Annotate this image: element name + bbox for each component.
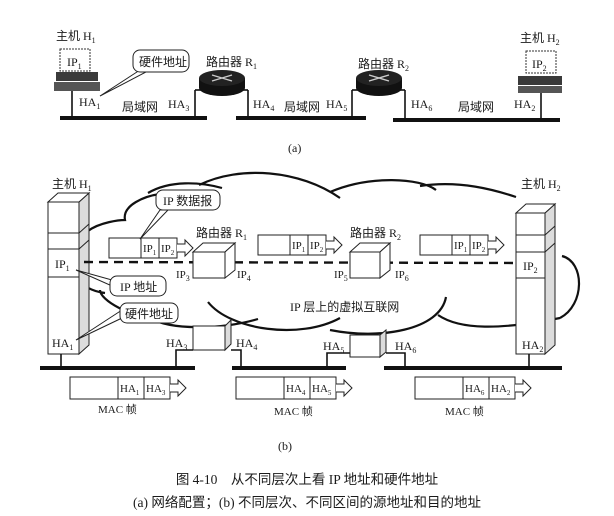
arrow-right-icon (336, 378, 353, 398)
svg-text:HA3: HA3 (146, 383, 166, 397)
arrow-right-icon (177, 238, 194, 258)
host-h1-label: 主机 H1 (56, 29, 96, 45)
host-h1-ha: HA1 (79, 95, 100, 111)
svg-text:IP2: IP2 (161, 243, 175, 257)
ip-datagram: IP1 IP2 (419, 234, 505, 256)
router-r1-ha3-a: HA3 (168, 97, 189, 113)
host-h1-protocol-stack (46, 191, 91, 368)
mac-frame: HA1 HA3 MAC 帧 (69, 376, 187, 416)
svg-text:HA4: HA4 (286, 383, 306, 397)
callout-datagram-text: IP 数据报 (163, 193, 212, 208)
callout-hardware-address-b: 硬件地址 (75, 302, 179, 341)
router-r1-ip4: IP4 (237, 269, 251, 283)
host-h2-computer-icon (518, 50, 562, 120)
svg-text:MAC 帧: MAC 帧 (274, 404, 313, 418)
part-b-address-layers: 主机 H1 IP1 HA1 主机 H2 IP2 HA2 (40, 171, 581, 453)
callout-hardware-address-a: 硬件地址 (99, 49, 190, 97)
host-h2-ip: IP2 (532, 57, 547, 73)
host-h2-ip-b: IP2 (523, 259, 538, 275)
host-h1-ip: IP1 (67, 55, 82, 71)
svg-text:HA1: HA1 (120, 383, 140, 397)
host-h1-ip-b: IP1 (55, 257, 70, 273)
lan-label-2: 局域网 (284, 100, 320, 114)
ip-datagram: IP1 IP2 (108, 237, 194, 259)
figure-subtitle: (a) 网络配置；(b) 不同层次、不同区间的源地址和目的地址 (133, 495, 481, 511)
svg-text:HA5: HA5 (312, 383, 332, 397)
callout-ip-address: IP 地址 (75, 269, 167, 297)
lan-label-3: 局域网 (458, 100, 494, 114)
router-r2-ha6-a: HA6 (411, 97, 432, 113)
ip-datagram: IP1 IP2 (257, 234, 343, 256)
router-r2-label-b: 路由器 R2 (350, 225, 401, 242)
mac-frame: HA6 HA2 MAC 帧 (414, 376, 532, 418)
svg-text:IP1: IP1 (454, 240, 468, 254)
router-r2-icon (351, 70, 406, 120)
ip-layer-virtual-path (83, 260, 517, 265)
router-r2-ip6: IP6 (395, 269, 409, 283)
router-r2-cube (326, 241, 406, 368)
router-r2-ha5-b: HA5 (323, 339, 344, 355)
router-r1-cube (175, 241, 242, 368)
router-r1-ha4-b: HA4 (236, 336, 257, 352)
callout-ip-text: IP 地址 (120, 280, 157, 294)
host-h2-ha-b: HA2 (522, 338, 543, 354)
svg-text:MAC 帧: MAC 帧 (98, 402, 137, 416)
arrow-right-icon (515, 378, 532, 398)
part-a-network-configuration: 主机 H1 IP1 HA1 硬件地址 局域网 路由器 R1 HA3 HA4 局域… (54, 29, 562, 155)
host-h2-protocol-stack (514, 202, 557, 368)
svg-text:MAC 帧: MAC 帧 (445, 404, 484, 418)
svg-text:IP1: IP1 (292, 240, 306, 254)
router-r2-ip5: IP5 (334, 269, 348, 283)
svg-text:HA6: HA6 (465, 383, 485, 397)
svg-text:IP1: IP1 (143, 243, 157, 257)
figure-title: 图 4-10 从不同层次上看 IP 地址和硬件地址 (176, 472, 438, 487)
cloud-label: IP 层上的虚拟互联网 (290, 299, 399, 314)
arrow-right-icon (488, 235, 505, 255)
svg-text:IP2: IP2 (310, 240, 324, 254)
part-a-label: (a) (288, 141, 301, 155)
part-b-label: (b) (278, 439, 292, 453)
mac-frame: HA4 HA5 MAC 帧 (235, 376, 353, 418)
router-r2-label-a: 路由器 R2 (358, 56, 409, 73)
callout-hw-text-b: 硬件地址 (125, 307, 173, 321)
host-h1-ha-b: HA1 (52, 336, 73, 352)
callout-hw-text-a: 硬件地址 (139, 55, 187, 69)
host-h2-label: 主机 H2 (520, 31, 560, 47)
router-r1-ip3: IP3 (176, 269, 190, 283)
svg-text:HA2: HA2 (491, 383, 511, 397)
svg-text:IP2: IP2 (472, 240, 486, 254)
router-r1-ha3-b: HA3 (166, 336, 187, 352)
lan-label-1: 局域网 (122, 100, 158, 114)
router-r1-label-a: 路由器 R1 (206, 54, 257, 71)
host-h2-ha: HA2 (514, 97, 535, 113)
host-h1-computer-icon (54, 48, 100, 118)
router-r2-ha6-b: HA6 (395, 339, 416, 355)
host-h1-label-b: 主机 H1 (52, 177, 92, 193)
callout-ip-datagram: IP 数据报 (139, 189, 221, 240)
router-r1-label-b: 路由器 R1 (196, 225, 247, 242)
router-r1-ha4-a: HA4 (253, 97, 274, 113)
host-h2-label-b: 主机 H2 (521, 177, 561, 193)
router-r1-icon (194, 70, 249, 118)
arrow-right-icon (326, 235, 343, 255)
arrow-right-icon (170, 378, 187, 398)
router-r2-ha5-a: HA5 (326, 97, 347, 113)
